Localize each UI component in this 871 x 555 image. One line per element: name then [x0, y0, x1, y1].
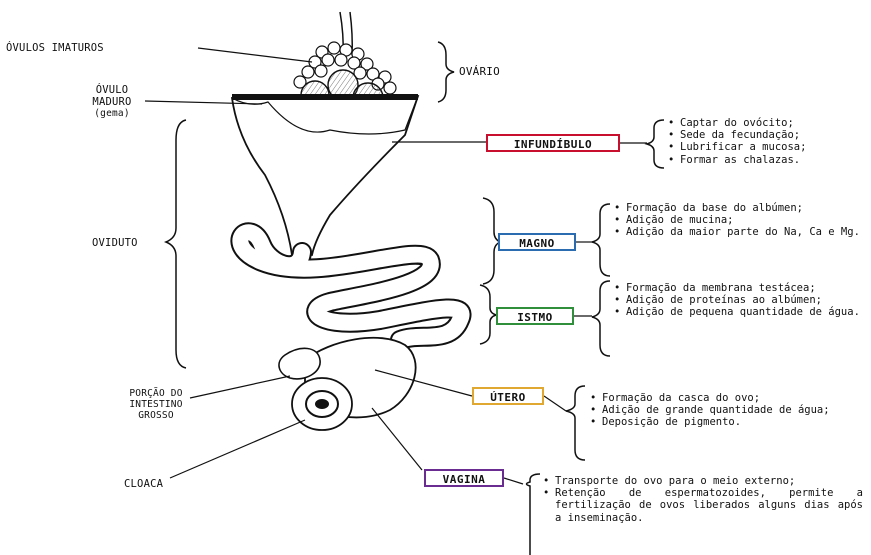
vagina-function-2: Retenção de espermatozoides, permite a f… [543, 487, 863, 524]
magno-function-2: Adição de mucina; [614, 214, 868, 226]
ovulo-maduro-line-3: (gema) [80, 108, 144, 120]
istmo-range-brace [480, 285, 496, 344]
magno-box: MAGNO [498, 233, 576, 251]
utero-function-3: Deposição de pigmento. [590, 416, 842, 428]
porcao-intestino-line-3: GROSSO [118, 410, 194, 421]
porcao-intestino-label: PORÇÃO DO INTESTINO GROSSO [118, 388, 194, 421]
magno-functions: Formação da base do albúmen; Adição de m… [614, 202, 868, 239]
magno-function-3: Adição da maior parte do Na, Ca e Mg. [614, 226, 868, 238]
utero-function-2: Adição de grande quantidade de água; [590, 404, 842, 416]
infundibulo-function-1: Captar do ovócito; [668, 117, 868, 129]
infundibulum-rim-band [232, 94, 418, 100]
infundibulo-function-3: Lubrificar a mucosa; [668, 141, 868, 153]
ovulo-maduro-line-2: MADURO [80, 96, 144, 108]
leader-cloaca [170, 420, 305, 478]
magno-function-1: Formação da base do albúmen; [614, 202, 868, 214]
utero-functions-brace [566, 386, 585, 460]
cloaca-opening [315, 399, 329, 409]
ovario-label: OVÁRIO [459, 66, 500, 78]
vagina-functions-brace [527, 474, 541, 555]
istmo-function-2: Adição de proteínas ao albúmen; [614, 294, 868, 306]
infundibulo-functions-brace [647, 120, 664, 168]
ovulos-imaturos-label: ÓVULOS IMATUROS [6, 42, 104, 54]
utero-function-1: Formação da casca do ovo; [590, 392, 842, 404]
ovary-brace [438, 42, 454, 102]
vagina-functions: Transporte do ovo para o meio externo; R… [543, 475, 863, 524]
leader-ovulos-imaturos [198, 48, 312, 62]
utero-box: ÚTERO [472, 387, 544, 405]
utero-functions: Formação da casca do ovo; Adição de gran… [590, 392, 842, 429]
oviduto-label: OVIDUTO [92, 237, 138, 249]
vagina-function-1: Transporte do ovo para o meio externo; [543, 475, 863, 487]
istmo-function-3: Adição de pequena quantidade de água. [614, 306, 868, 318]
leader-porcao-intestino [190, 376, 290, 398]
infundibulo-box: INFUNDÍBULO [486, 134, 620, 152]
porcao-intestino-line-1: PORÇÃO DO [118, 388, 194, 399]
leader-vagina-box [504, 478, 523, 484]
istmo-box: ISTMO [496, 307, 574, 325]
vagina-box: VAGINA [424, 469, 504, 487]
cloaca-label: CLOACA [124, 478, 163, 490]
leader-utero-box [544, 396, 566, 411]
istmo-function-1: Formação da membrana testácea; [614, 282, 868, 294]
istmo-functions-brace [592, 281, 610, 356]
porcao-intestino-line-2: INTESTINO [118, 399, 194, 410]
infundibulo-function-2: Sede da fecundação; [668, 129, 868, 141]
ovulo-maduro-label: ÓVULO MADURO (gema) [80, 84, 144, 120]
leader-vagina [372, 408, 422, 470]
infundibulo-functions: Captar do ovócito; Sede da fecundação; L… [668, 117, 868, 166]
ovulo-maduro-line-1: ÓVULO [80, 84, 144, 96]
istmo-functions: Formação da membrana testácea; Adição de… [614, 282, 868, 319]
magno-functions-brace [592, 204, 610, 276]
infundibulo-function-4: Formar as chalazas. [668, 154, 868, 166]
oviduct-brace [166, 120, 186, 368]
